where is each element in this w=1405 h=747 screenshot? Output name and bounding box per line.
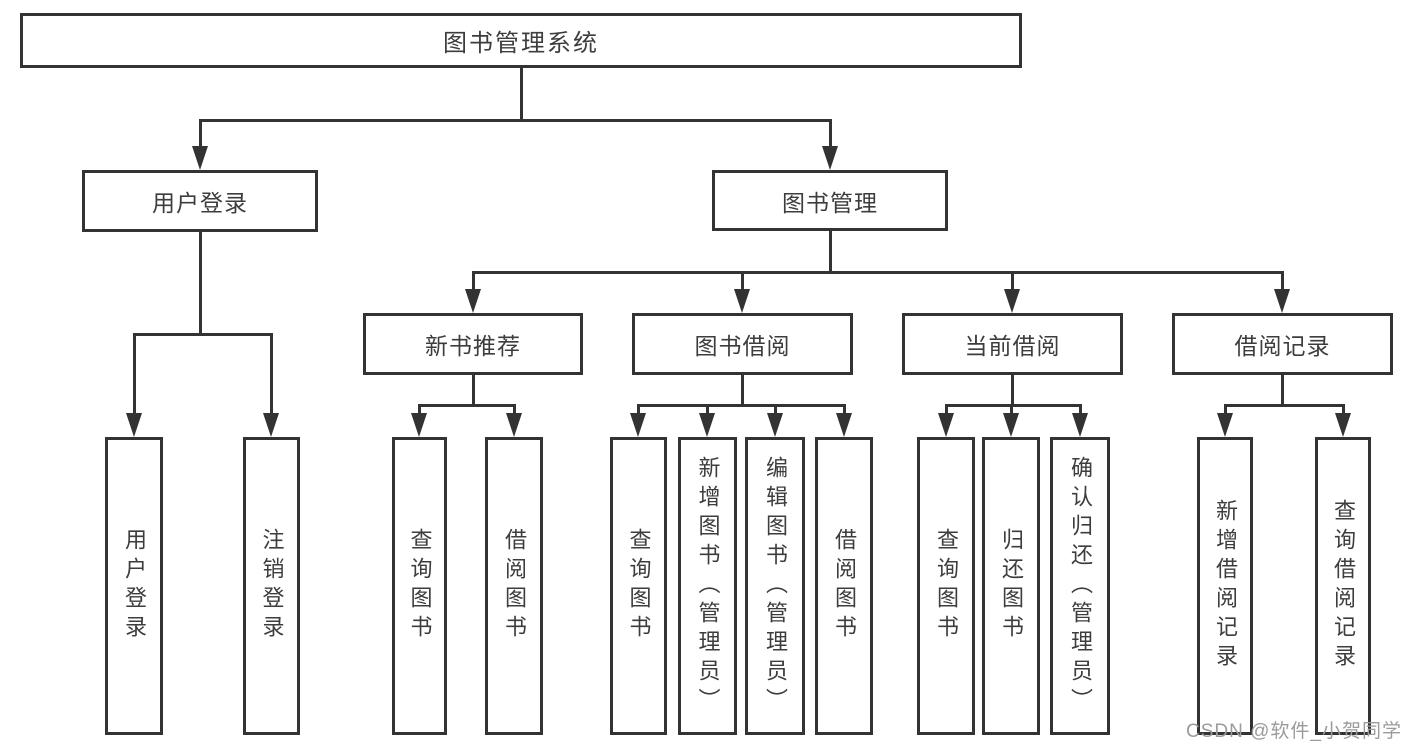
connector-arrowhead-icon xyxy=(1274,289,1290,313)
connector-line xyxy=(636,405,640,415)
leaf-borrow-book: 借阅图书 xyxy=(815,437,873,735)
node-book-borrowing: 图书借阅 xyxy=(632,313,853,375)
leaf-confirm-return-admin: 确认归还（管理员） xyxy=(1050,437,1110,735)
connector-line xyxy=(705,405,709,415)
connector-line xyxy=(1078,405,1082,415)
leaf-add-book-admin: 新增图书（管理员） xyxy=(678,437,737,735)
connector-arrowhead-icon xyxy=(1003,413,1019,437)
connector-line xyxy=(512,405,516,415)
csdn-watermark: CSDN @软件_小贺同学 xyxy=(1186,721,1402,742)
connector-line xyxy=(740,375,744,405)
node-book-management: 图书管理 xyxy=(712,170,948,231)
connector-line xyxy=(636,403,846,407)
connector-arrowhead-icon xyxy=(465,289,481,313)
leaf-query-book-recommend: 查询图书 xyxy=(392,437,447,735)
connector-arrowhead-icon xyxy=(822,146,838,170)
node-current-borrowing: 当前借阅 xyxy=(902,313,1123,375)
connector-line xyxy=(1223,403,1345,407)
connector-line xyxy=(1223,405,1227,415)
connector-arrowhead-icon xyxy=(1217,413,1233,437)
connector-line xyxy=(1009,405,1013,415)
connector-line xyxy=(828,231,832,272)
leaf-edit-book-admin: 编辑图书（管理员） xyxy=(745,437,805,735)
connector-line xyxy=(740,272,744,291)
connector-line xyxy=(269,334,273,415)
leaf-return-book: 归还图书 xyxy=(982,437,1040,735)
connector-line xyxy=(132,334,136,415)
connector-line xyxy=(842,405,846,415)
connector-line xyxy=(471,375,475,405)
leaf-user-login: 用户登录 xyxy=(105,437,163,735)
connector-arrowhead-icon xyxy=(767,413,783,437)
node-new-book-recommend: 新书推荐 xyxy=(363,313,583,375)
connector-line xyxy=(198,118,832,122)
connector-arrowhead-icon xyxy=(192,146,208,170)
connector-line xyxy=(944,403,1082,407)
leaf-query-borrow-record: 查询借阅记录 xyxy=(1315,437,1371,735)
connector-line xyxy=(828,120,832,148)
connector-line xyxy=(1010,375,1014,405)
connector-arrowhead-icon xyxy=(126,413,142,437)
leaf-query-book-borrowing: 查询图书 xyxy=(610,437,667,735)
connector-line xyxy=(773,405,777,415)
connector-arrowhead-icon xyxy=(506,413,522,437)
connector-line xyxy=(198,232,202,334)
leaf-logout: 注销登录 xyxy=(243,437,300,735)
connector-line xyxy=(471,272,475,291)
connector-line xyxy=(198,120,202,148)
connector-line xyxy=(519,68,523,120)
connector-line xyxy=(1010,272,1014,291)
connector-arrowhead-icon xyxy=(1072,413,1088,437)
node-library-management-system: 图书管理系统 xyxy=(20,13,1022,68)
connector-arrowhead-icon xyxy=(1004,289,1020,313)
connector-line xyxy=(471,270,1284,274)
connector-line xyxy=(417,403,516,407)
connector-arrowhead-icon xyxy=(1335,413,1351,437)
leaf-add-borrow-record: 新增借阅记录 xyxy=(1197,437,1253,735)
connector-line xyxy=(944,405,948,415)
connector-line xyxy=(417,405,421,415)
node-user-login: 用户登录 xyxy=(82,170,318,232)
connector-arrowhead-icon xyxy=(630,413,646,437)
connector-line xyxy=(1341,405,1345,415)
connector-arrowhead-icon xyxy=(411,413,427,437)
connector-line xyxy=(1280,272,1284,291)
leaf-borrow-book-recommend: 借阅图书 xyxy=(485,437,543,735)
connector-arrowhead-icon xyxy=(734,289,750,313)
connector-line xyxy=(132,332,273,336)
node-borrowing-records: 借阅记录 xyxy=(1172,313,1393,375)
leaf-query-book-current: 查询图书 xyxy=(917,437,975,735)
connector-arrowhead-icon xyxy=(836,413,852,437)
connector-arrowhead-icon xyxy=(938,413,954,437)
connector-line xyxy=(1280,375,1284,405)
connector-arrowhead-icon xyxy=(263,413,279,437)
connector-arrowhead-icon xyxy=(699,413,715,437)
